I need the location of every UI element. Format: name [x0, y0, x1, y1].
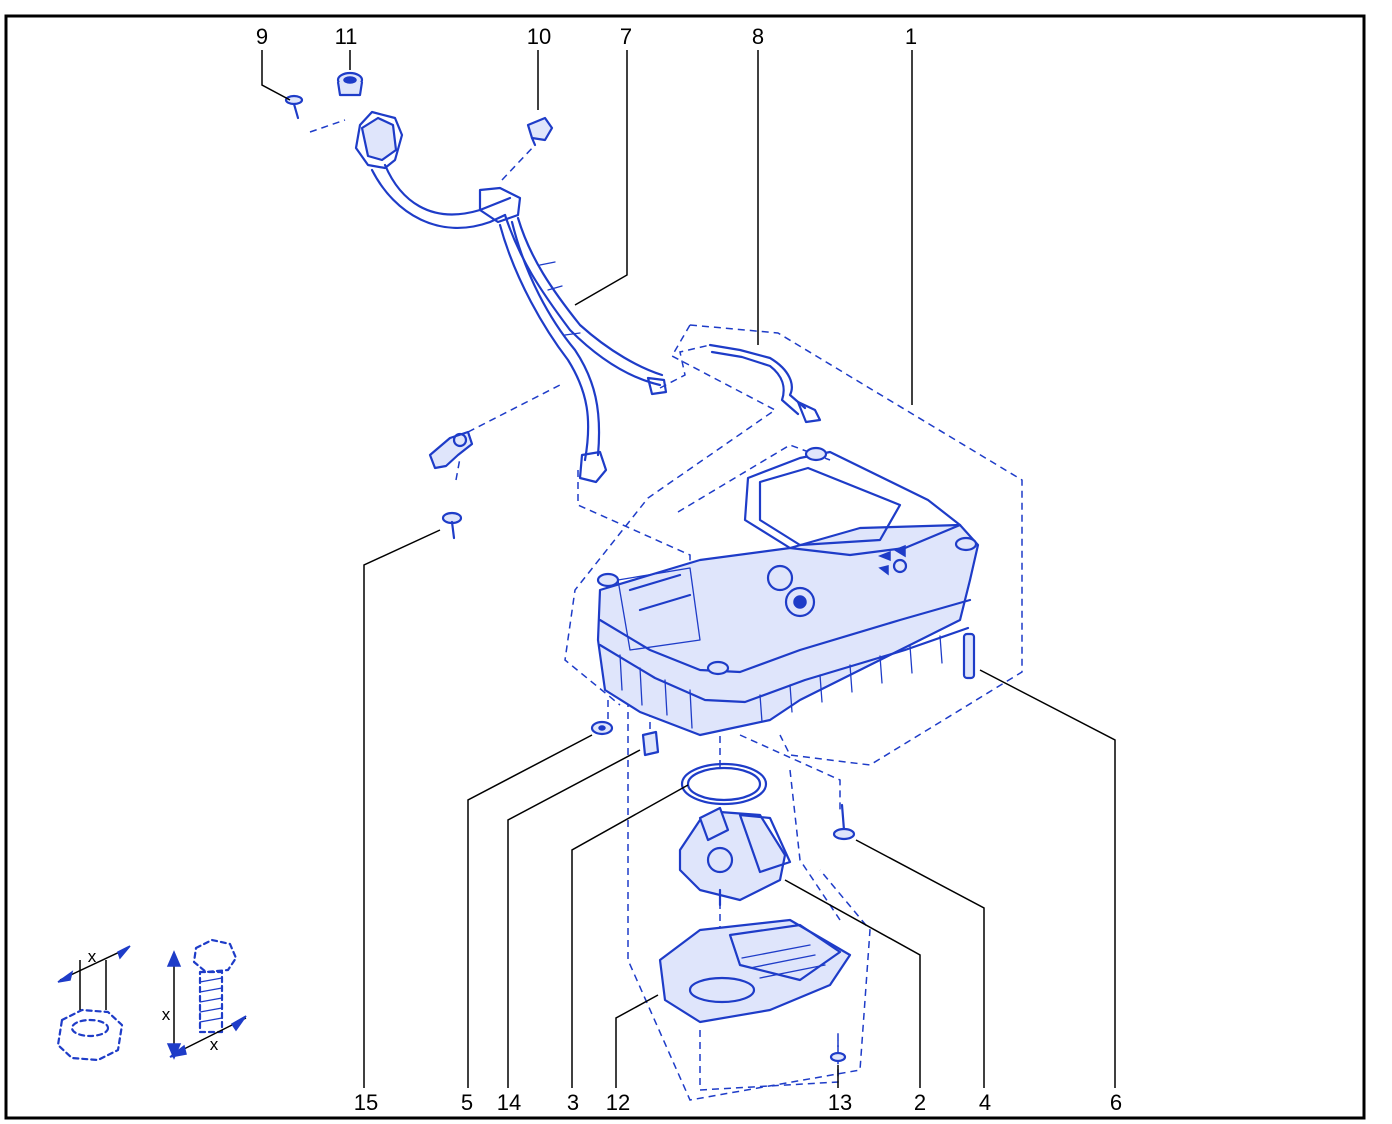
callout-12: 12 — [606, 1090, 630, 1115]
callout-9: 9 — [256, 24, 268, 49]
callout-1: 1 — [905, 24, 917, 49]
seal-ring — [680, 762, 768, 806]
callout-4: 4 — [979, 1090, 991, 1115]
callout-14: 14 — [497, 1090, 521, 1115]
callout-5: 5 — [461, 1090, 473, 1115]
callout-7: 7 — [620, 24, 632, 49]
washer-5 — [590, 720, 614, 736]
torque-legend: x x x — [56, 938, 247, 1062]
fuel-tank — [596, 446, 980, 737]
screw-9 — [284, 94, 304, 120]
diagram-frame — [4, 14, 1366, 1120]
callout-10: 10 — [527, 24, 551, 49]
callout-labels: 9 11 10 7 8 1 15 5 14 3 12 13 2 4 6 — [256, 24, 1122, 1115]
washer-13 — [829, 1051, 847, 1063]
bolt-thread-dimension-label: x — [210, 1035, 219, 1054]
stud-6 — [962, 632, 976, 680]
callout-15: 15 — [354, 1090, 378, 1115]
bracket-15 — [428, 430, 474, 540]
nut-14 — [641, 730, 660, 757]
clip-10 — [526, 116, 554, 147]
fuel-pump-module — [678, 806, 792, 907]
bolt-4 — [832, 803, 856, 841]
callout-13: 13 — [828, 1090, 852, 1115]
tank-shield — [658, 918, 852, 1024]
leader-lines — [261, 50, 1116, 1088]
nut-dimension-label: x — [88, 947, 97, 966]
filler-cap — [336, 71, 364, 97]
assembly-guides — [309, 119, 1023, 1101]
vent-hose — [708, 343, 822, 424]
callout-3: 3 — [567, 1090, 579, 1115]
filler-pipe — [354, 110, 668, 484]
bolt-length-dimension-label: x — [162, 1005, 171, 1024]
callout-11: 11 — [335, 24, 358, 49]
callout-6: 6 — [1110, 1090, 1122, 1115]
callout-2: 2 — [914, 1090, 926, 1115]
callout-8: 8 — [752, 24, 764, 49]
